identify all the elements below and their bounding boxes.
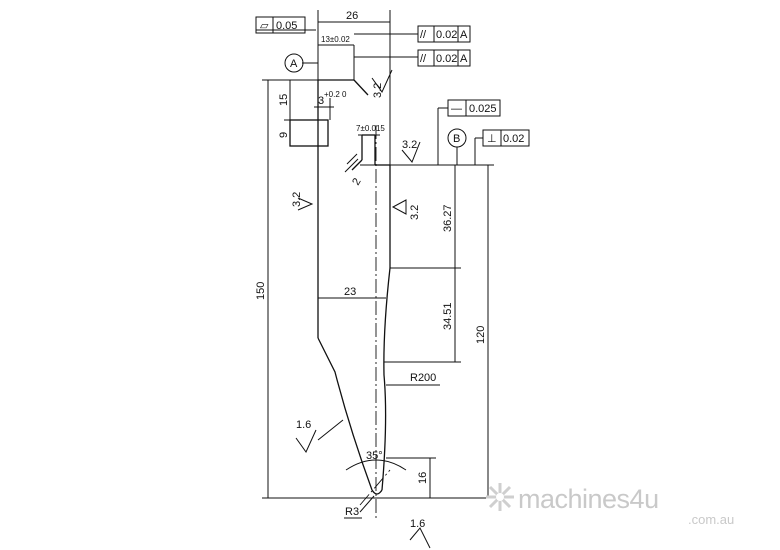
dim-length-total: 150 — [255, 282, 267, 300]
dim-tip-angle: 35° — [366, 450, 383, 462]
dimension-lines — [256, 10, 496, 519]
dim-chamfer: 2 — [350, 176, 363, 187]
starburst-icon — [486, 483, 514, 511]
dim-notch-width-tol: +0.2 0 — [324, 90, 347, 99]
dim-upper-segment: 36.27 — [442, 204, 454, 232]
frame-flatness — [255, 16, 306, 34]
frame-parallel-1-symbol: // — [420, 29, 427, 41]
finish-right: 3.2 — [409, 205, 421, 220]
frame-parallel-1 — [417, 25, 471, 43]
frame-perpendicular-value: 0.02 — [503, 133, 524, 145]
frame-perpendicular-symbol: ⊥ — [487, 133, 497, 145]
frame-parallel-2-symbol: // — [420, 53, 427, 65]
dim-notch-width: 3 — [318, 95, 324, 107]
datum-a-circle — [284, 53, 304, 73]
frame-flatness-symbol: ▱ — [260, 20, 269, 32]
frame-parallel-1-datum: A — [460, 29, 468, 41]
tip-center-line — [359, 469, 391, 506]
dim-slot-width: 7±0.015 — [356, 124, 385, 133]
dim-lower-segment: 34.51 — [442, 302, 454, 330]
dim-length-120: 120 — [475, 326, 487, 344]
watermark-brand: machines4u — [518, 484, 659, 514]
dim-notch-height: 9 — [278, 132, 290, 138]
frame-parallel-1-value: 0.02 — [436, 29, 457, 41]
watermark-logo: machines4u .com.au — [486, 483, 734, 527]
frame-parallel-2 — [417, 49, 471, 67]
dim-shank-offset: 13±0.02 — [321, 35, 350, 44]
frame-parallel-2-datum: A — [460, 53, 468, 65]
dim-notch-depth: 15 — [278, 94, 290, 106]
dim-tip-radius: R3 — [345, 506, 359, 518]
datum-b-label: B — [453, 133, 460, 145]
finish-top: 3.2 — [372, 83, 384, 98]
frame-perpendicular — [474, 129, 530, 165]
finish-taper: 1.6 — [296, 419, 311, 431]
finish-left: 3.2 — [291, 192, 303, 207]
finish-tip: 1.6 — [410, 518, 425, 530]
surface-finish-symbols — [295, 69, 431, 549]
finish-shoulder: 3.2 — [402, 139, 417, 151]
dim-tip-height: 16 — [417, 472, 429, 484]
frame-straightness-symbol: — — [451, 103, 462, 115]
frame-flatness-value: 0.05 — [276, 20, 297, 32]
part-outline — [289, 79, 391, 495]
dim-top-width: 26 — [346, 10, 358, 22]
datum-a-label: A — [290, 58, 298, 70]
dim-profile-radius: R200 — [410, 372, 436, 384]
dim-body-width: 23 — [344, 286, 356, 298]
frame-straightness-value: 0.025 — [469, 103, 497, 115]
frame-straightness — [437, 99, 501, 165]
frame-parallel-2-value: 0.02 — [436, 53, 457, 65]
watermark-domain: .com.au — [688, 512, 734, 527]
